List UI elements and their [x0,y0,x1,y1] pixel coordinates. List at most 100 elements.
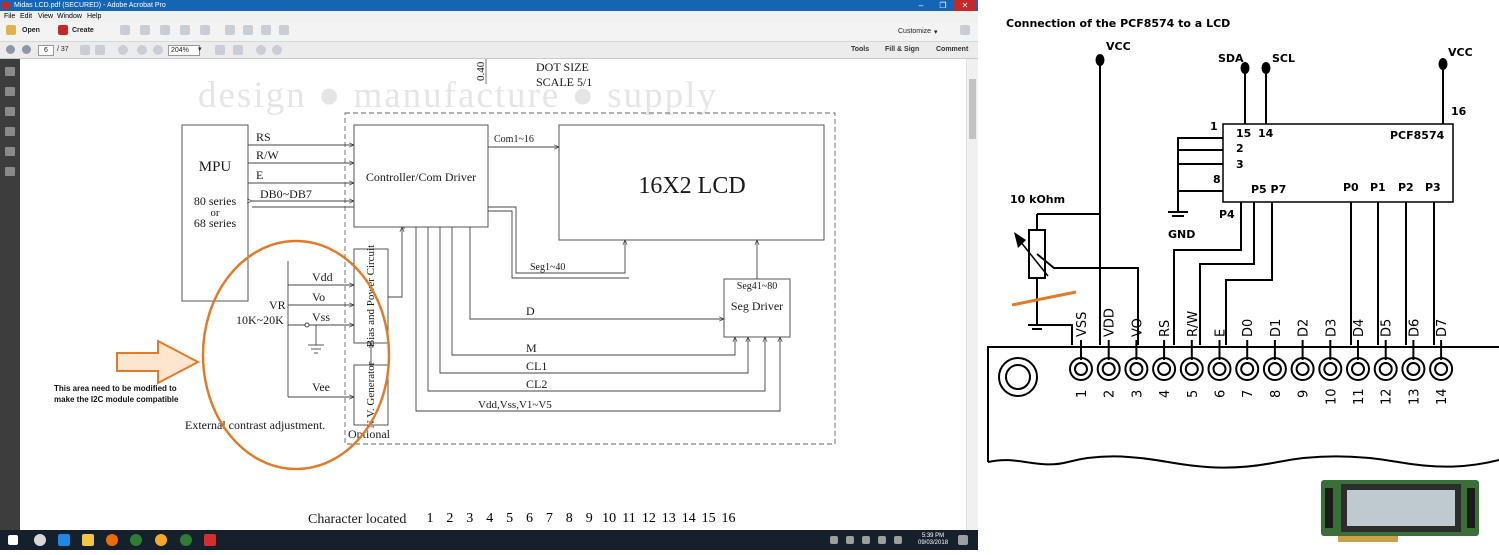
edge-browser-icon[interactable] [58,534,70,546]
lcd-signal-d2: D2 [1297,319,1312,337]
pin-8-label: 8 [1213,173,1221,186]
bluetooth-icon[interactable] [846,536,854,544]
page-toolbar: 6 / 37 204% ▾ Tools Fill & Sign Comment [0,42,978,59]
expand-icon[interactable] [960,25,970,35]
pdf-page-area: design ● manufacture ● supply DOT SIZE S… [20,59,966,530]
read-mode-icon[interactable] [272,45,282,55]
firefox-icon[interactable] [106,534,118,546]
minimize-button[interactable]: – [918,1,924,10]
maximize-button[interactable]: ❐ [939,1,947,10]
bookmark-icon[interactable] [5,107,15,116]
scrollbar-thumb[interactable] [969,79,976,139]
menu-help[interactable]: Help [87,13,102,20]
signal-vdd-vss: Vdd,Vss,V1~V5 [478,399,552,411]
sync-icon[interactable] [243,25,253,35]
lcd-pin-pad [1262,357,1287,381]
zoom-chevron-down-icon[interactable]: ▾ [198,46,202,53]
menu-edit[interactable]: Edit [20,13,33,20]
zoom-level-input[interactable]: 204% [168,45,200,56]
controller-block: Controller/Com Driver [366,170,476,184]
lcd-module-photo [1321,480,1479,542]
zoom-in-icon[interactable] [153,45,163,55]
windows-start-icon[interactable] [8,535,18,545]
share-icon[interactable] [279,25,289,35]
page-up-icon[interactable] [6,45,15,54]
lcd-pin-number-13: 13 [1407,388,1422,405]
vcc-right-terminal [1438,58,1448,70]
volume-icon[interactable] [878,536,886,544]
comment-bubble-icon[interactable] [261,25,271,35]
page-number-input[interactable]: 6 [38,45,54,56]
external-contrast-label: External contrast adjustment. [185,418,325,432]
create-button[interactable]: Create [72,27,94,34]
battery-icon[interactable] [894,536,902,544]
chrome-icon[interactable] [155,534,167,546]
cloud-upload-icon[interactable] [140,25,150,35]
pages-thumbnail-icon[interactable] [5,87,15,96]
pin-3-label: 3 [1236,158,1244,171]
layers-icon[interactable] [5,147,15,156]
tray-icon[interactable] [830,536,838,544]
select-cursor-icon[interactable] [80,45,90,55]
rotate-icon[interactable] [256,45,266,55]
close-button[interactable]: ✕ [954,0,976,11]
chip-name: PCF8574 [1390,129,1445,142]
character-position-4: 4 [486,511,493,526]
character-position-11: 11 [622,511,635,526]
customize-chevron-down-icon[interactable]: ▾ [934,29,938,36]
file-explorer-icon[interactable] [82,534,94,546]
signature-icon[interactable] [5,167,15,176]
acrobat-window: Midas LCD.pdf (SECURED) - Adobe Acrobat … [0,0,978,550]
lcd-pin-hole [1129,362,1144,376]
chip-pin-p3: P3 [1425,181,1441,194]
menu-file[interactable]: File [4,13,16,20]
comment-tab[interactable]: Comment [936,46,969,53]
open-button[interactable]: Open [22,27,40,34]
zoom-marquee-icon[interactable] [118,45,128,55]
lcd-pin-hole [1267,362,1282,376]
tools-tab[interactable]: Tools [851,46,870,53]
network-icon[interactable] [862,536,870,544]
email-icon[interactable] [200,25,210,35]
notification-icon[interactable] [958,535,968,545]
signal-rs: RS [256,130,271,144]
search-icon[interactable] [34,534,46,546]
character-position-1: 1 [427,511,434,526]
vertical-scrollbar[interactable] [966,59,978,530]
clock-date: 09/03/2018 [918,540,949,546]
print-icon[interactable] [160,25,170,35]
optional-label: Optional [348,427,391,441]
whatsapp-alt-icon[interactable] [180,534,192,546]
menu-window[interactable]: Window [57,13,82,20]
settings-gear-icon[interactable] [225,25,235,35]
hand-tool-icon[interactable] [95,45,105,55]
lcd-pin-hole [1184,362,1199,376]
edit-icon[interactable] [180,25,190,35]
lcd-module-outline [987,346,1499,462]
attachment-icon[interactable] [5,127,15,136]
vcc-left-label: VCC [1106,40,1131,53]
lcd-signal-vdd: VDD [1103,308,1118,337]
lcd-pin-number-6: 6 [1214,390,1229,398]
character-position-12: 12 [642,511,656,526]
save-icon[interactable] [120,25,130,35]
chip-pin-p2: P2 [1398,181,1414,194]
zoom-out-icon[interactable] [137,45,147,55]
fit-page-icon[interactable] [215,45,225,55]
lcd-pin-header: VSS1VDD2VO3RS4R/W5E6D07D18D29D310D411D51… [1069,308,1454,405]
character-position-8: 8 [566,511,573,526]
fill-sign-tab[interactable]: Fill & Sign [885,46,920,53]
fit-width-icon[interactable] [233,45,243,55]
lcd-pin-pad [1346,357,1370,381]
system-clock[interactable]: 5:39 PM 09/03/2018 [918,533,948,547]
page-down-icon[interactable] [22,45,31,54]
customize-button[interactable]: Customize [898,28,932,35]
pin-15-label: 15 [1236,127,1251,140]
signal-rw: R/W [256,148,279,162]
character-position-7: 7 [546,511,553,526]
lock-icon[interactable] [5,67,15,76]
main-toolbar: Open Create Customize ▾ [0,22,978,42]
menu-view[interactable]: View [38,13,54,20]
acrobat-taskbar-icon[interactable] [204,534,216,546]
whatsapp-icon[interactable] [130,534,142,546]
